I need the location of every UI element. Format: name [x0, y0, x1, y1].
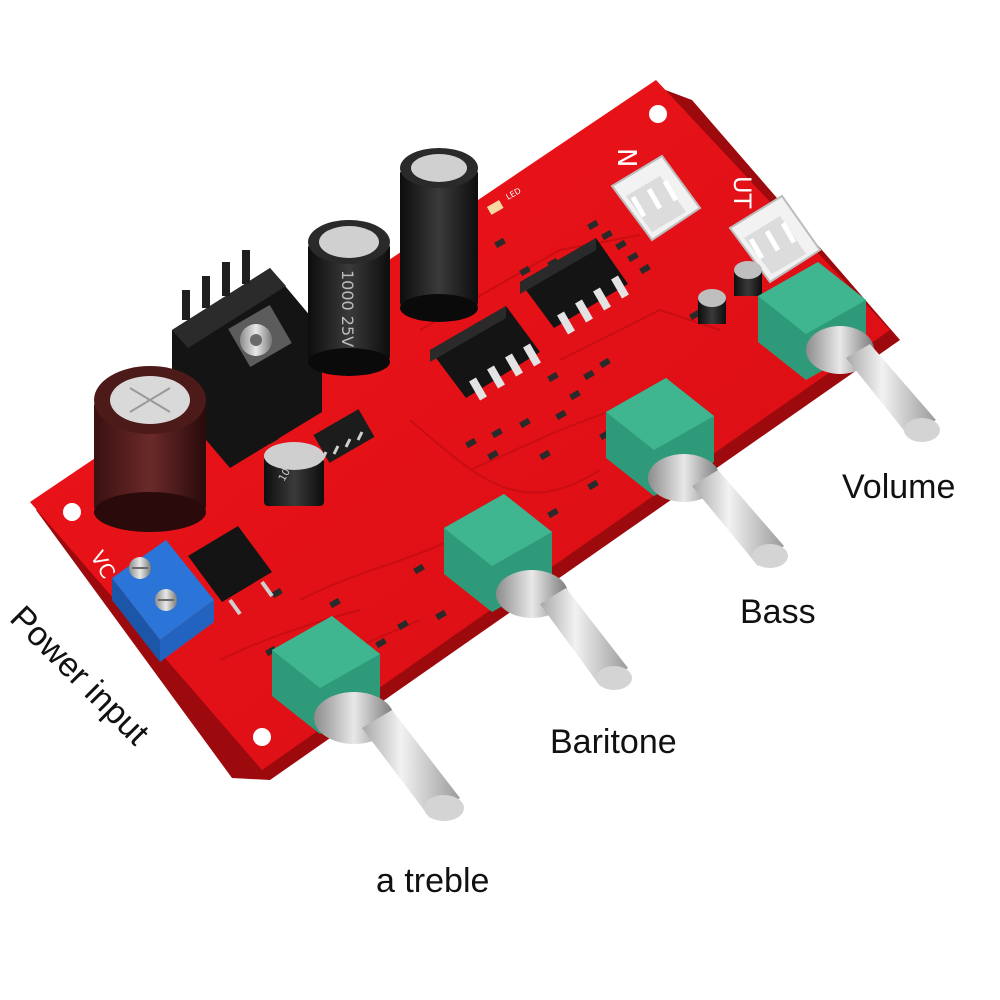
bass-label: Bass [740, 593, 816, 631]
capacitor-2: 1000 25V [308, 220, 390, 376]
volume-label: Volume [842, 468, 956, 506]
heatsink [172, 250, 322, 468]
mount-hole [63, 503, 81, 521]
capacitor-3: 100 16V [264, 442, 324, 506]
treble-potentiometer[interactable] [272, 616, 464, 821]
op-amp-chip [430, 306, 541, 401]
capacitor-2-marking: 1000 25V [338, 270, 357, 347]
led [486, 200, 504, 215]
large-capacitor [94, 366, 206, 532]
soic-chip [313, 409, 375, 463]
small-capacitor [734, 261, 762, 296]
op-amp-chip [520, 238, 629, 335]
small-capacitor [698, 289, 726, 324]
treble-label: a treble [376, 862, 490, 900]
baritone-label: Baritone [550, 723, 677, 761]
volume-potentiometer[interactable] [758, 262, 940, 442]
bass-potentiometer[interactable] [606, 378, 788, 568]
output-marking: UT [728, 176, 756, 209]
capacitor-1 [400, 148, 478, 322]
pcb-board [30, 80, 900, 780]
input-marking: N [611, 148, 641, 167]
input-connector [610, 154, 702, 242]
rectifier [188, 526, 274, 616]
mount-hole [649, 105, 667, 123]
power-terminal-block[interactable] [112, 540, 214, 662]
mount-hole [253, 728, 271, 746]
baritone-potentiometer[interactable] [444, 494, 632, 690]
